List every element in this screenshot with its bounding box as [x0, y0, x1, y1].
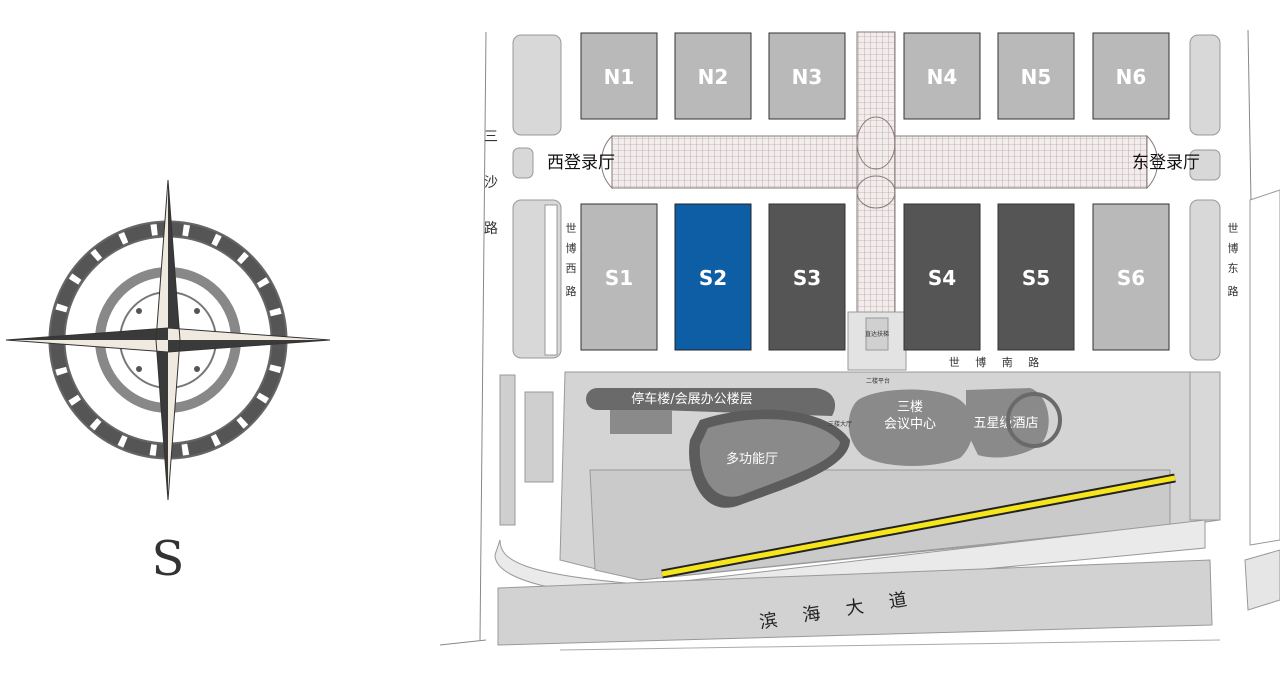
svg-text:博: 博	[566, 242, 577, 255]
svg-text:路: 路	[566, 285, 577, 298]
road-sansha: 三 沙 路	[484, 129, 498, 237]
east-lobby-label: 东登录厅	[1132, 153, 1200, 173]
south-halls: S1 S2 S3 S4 S5 S6	[580, 203, 1170, 351]
compass-direction-label: S	[152, 531, 185, 587]
north-halls: N1 N2 N3 N4 N5 N6	[580, 32, 1170, 120]
svg-text:东: 东	[1228, 262, 1239, 275]
svg-text:S3: S3	[793, 266, 821, 290]
compass-rose-icon	[5, 179, 331, 501]
hotel-label: 五星级酒店	[973, 416, 1038, 431]
svg-text:S1: S1	[605, 266, 633, 290]
hall-s3[interactable]: S3	[768, 203, 846, 351]
svg-text:沙: 沙	[484, 175, 498, 191]
hall-s2[interactable]: S2	[674, 203, 752, 351]
hall-s4[interactable]: S4	[903, 203, 981, 351]
lobby3-label: 三楼大厅	[828, 420, 852, 428]
svg-text:N6: N6	[1116, 65, 1147, 89]
parking-label: 停车楼/会展办公楼层	[631, 391, 752, 407]
hall-s5[interactable]: S5	[997, 203, 1075, 351]
road-shibo-west: 世 博 西 路	[566, 222, 577, 298]
svg-text:世: 世	[1228, 222, 1239, 235]
svg-text:N2: N2	[698, 65, 729, 89]
platform-label: 二楼平台	[866, 377, 890, 385]
road-shibo-south: 世 博 南 路	[949, 356, 1046, 369]
svg-text:直达扶梯: 直达扶梯	[865, 330, 889, 338]
svg-text:N5: N5	[1021, 65, 1052, 89]
svg-text:路: 路	[1228, 285, 1239, 298]
svg-text:世: 世	[566, 222, 577, 235]
highlight-strip	[661, 475, 1176, 577]
hall-s1[interactable]: S1	[580, 203, 658, 351]
svg-text:S5: S5	[1022, 266, 1050, 290]
svg-text:N1: N1	[604, 65, 635, 89]
west-lobby-label: 西登录厅	[547, 153, 615, 173]
hall-n2[interactable]: N2	[674, 32, 752, 120]
southern-complex: 停车楼/会展办公楼层 多功能厅 三楼 会议中心 三楼大厅 五星级酒店	[586, 388, 1062, 508]
hall-s6[interactable]: S6	[1092, 203, 1170, 351]
svg-text:N3: N3	[792, 65, 823, 89]
svg-text:路: 路	[484, 221, 498, 237]
parking-building[interactable]	[586, 388, 826, 410]
hall-n5[interactable]: N5	[997, 32, 1075, 120]
hall-n4[interactable]: N4	[903, 32, 981, 120]
conference-label-line2: 会议中心	[884, 417, 936, 432]
svg-text:S2: S2	[699, 266, 727, 290]
svg-text:N4: N4	[927, 65, 958, 89]
hall-n6[interactable]: N6	[1092, 32, 1170, 120]
svg-text:S6: S6	[1117, 266, 1145, 290]
hall-n1[interactable]: N1	[580, 32, 658, 120]
multi-function-hall-label: 多功能厅	[726, 451, 778, 467]
conference-label-line1: 三楼	[897, 400, 923, 415]
hall-n3[interactable]: N3	[768, 32, 846, 120]
svg-text:博: 博	[1228, 242, 1239, 255]
svg-text:三: 三	[484, 129, 498, 145]
svg-text:S4: S4	[928, 266, 956, 290]
multi-function-hall[interactable]	[699, 419, 840, 497]
conference-center[interactable]	[848, 389, 974, 466]
road-shibo-east: 世 博 东 路	[1228, 222, 1239, 298]
svg-text:西: 西	[566, 262, 577, 275]
